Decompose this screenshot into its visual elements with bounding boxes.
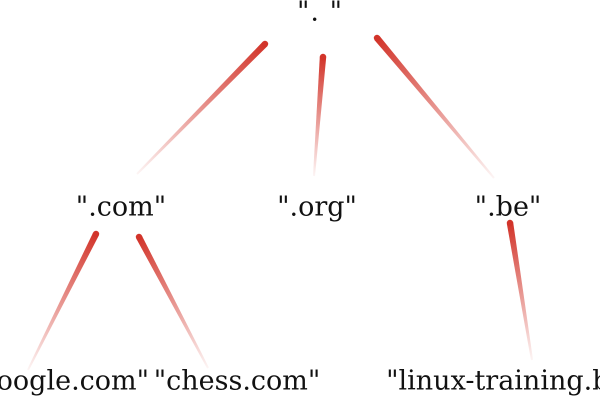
node-root-label: ". ": [296, 0, 344, 28]
node-be-label: ".be": [474, 191, 542, 223]
node-chess-label: "chess.com": [153, 365, 321, 397]
edge-cap-root-org: [319, 53, 327, 61]
edge-cap-be-linux: [506, 219, 514, 227]
node-com-label: ".com": [75, 191, 167, 223]
edge-be-linux: [506, 222, 533, 361]
edge-com-chess: [136, 235, 209, 369]
node-google-label: "google.com": [0, 365, 150, 397]
edge-root-org: [313, 56, 327, 177]
node-org-label: ".org": [277, 191, 357, 223]
edge-cap-com-chess: [135, 233, 143, 241]
edge-cap-root-be: [373, 34, 381, 42]
edge-com-google: [27, 232, 99, 371]
node-linux-label: "linux-training.be": [386, 365, 600, 397]
edge-root-be: [374, 35, 495, 179]
edge-root-com: [136, 41, 268, 175]
edge-cap-root-com: [261, 40, 269, 48]
edge-cap-com-google: [92, 230, 100, 238]
